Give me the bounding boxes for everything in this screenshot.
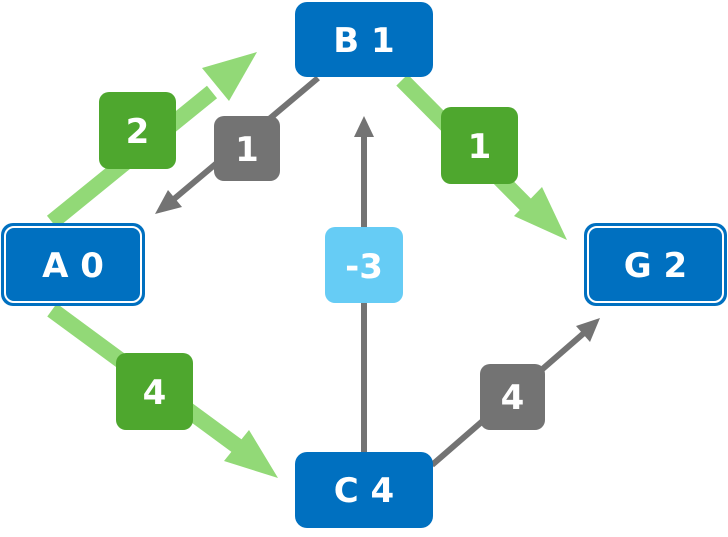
node-label: B 1 — [333, 21, 394, 61]
node-label: G 2 — [624, 246, 687, 286]
edge-b-to-a-arrowhead — [155, 190, 182, 214]
edge-a-to-c-arrowhead — [224, 430, 278, 478]
weight-label: 1 — [235, 130, 259, 170]
weight-a-to-c: 4 — [116, 353, 193, 430]
node-a: A 0 — [1, 223, 145, 306]
edge-b-to-g-arrowhead — [514, 187, 567, 240]
edge-c-to-b-arrowhead — [354, 116, 374, 137]
weight-c-to-g: 4 — [480, 364, 545, 430]
node-c: C 4 — [295, 452, 433, 528]
weight-label: 1 — [468, 127, 492, 167]
weight-a-to-b: 2 — [99, 92, 176, 169]
weight-label: 4 — [501, 378, 525, 418]
weight-b-to-g: 1 — [441, 107, 518, 184]
edge-a-to-b-arrowhead — [202, 52, 257, 101]
nodes: B 1 A 0 G 2 C 4 — [1, 2, 727, 528]
weight-label: -3 — [345, 247, 383, 287]
edge-c-to-g-arrowhead — [576, 318, 600, 342]
weight-b-to-a: 1 — [214, 116, 280, 181]
weight-c-to-b: -3 — [325, 227, 403, 303]
node-b: B 1 — [295, 2, 433, 77]
weight-label: 4 — [143, 373, 167, 413]
weight-label: 2 — [126, 112, 150, 152]
node-label: C 4 — [334, 471, 394, 511]
node-label: A 0 — [42, 246, 104, 286]
edge-weights: 2 1 1 4 -3 4 — [99, 92, 545, 430]
node-g: G 2 — [584, 223, 727, 306]
